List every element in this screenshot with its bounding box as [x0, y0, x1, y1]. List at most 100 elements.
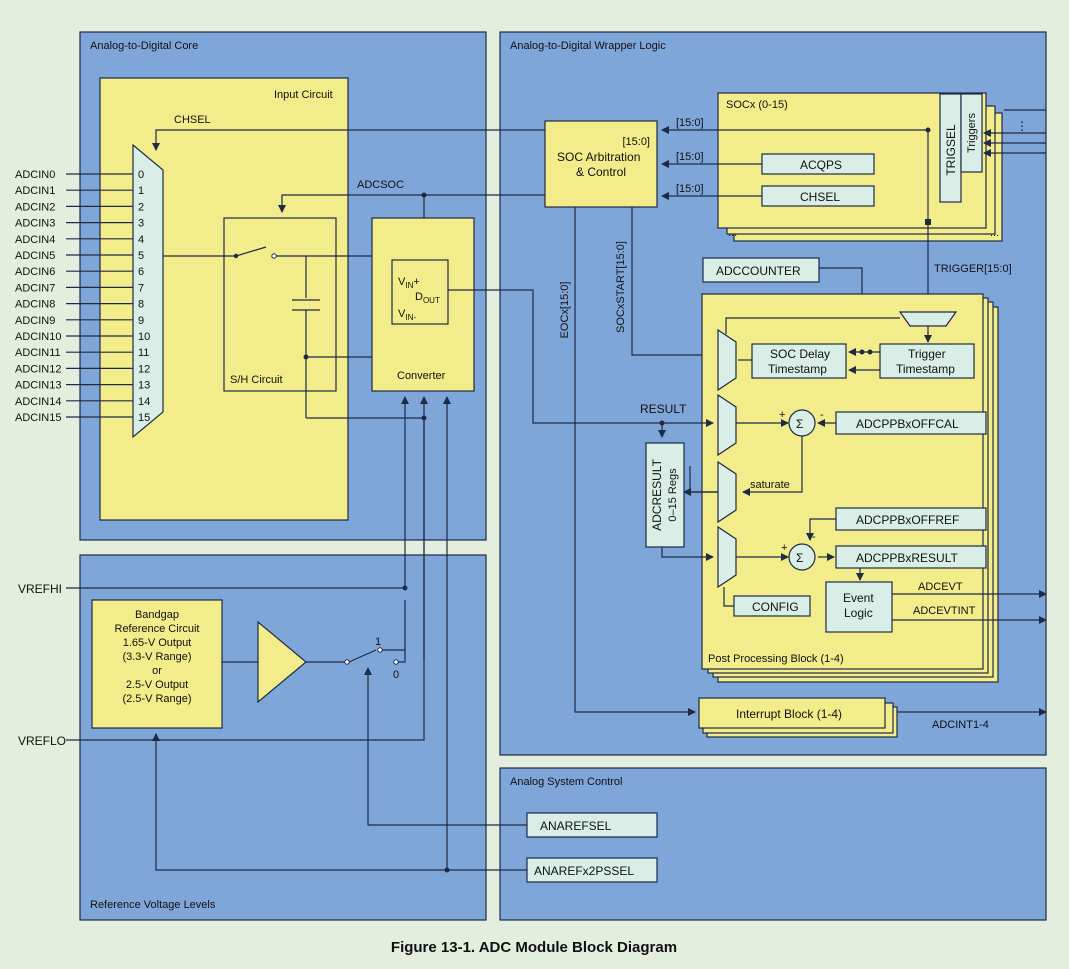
sigma-1: Σ [796, 417, 803, 431]
offcal-label: ADCPPBxOFFCAL [856, 417, 959, 431]
adcresult-label-1: ADCRESULT [650, 458, 664, 530]
ppbresult-label: ADCPPBxRESULT [856, 551, 958, 565]
triggers-ellipsis: ⋮ [1016, 119, 1028, 133]
adcin-label: ADCIN9 [15, 315, 55, 327]
mux-channel-number: 11 [138, 347, 149, 359]
acqps-label: ACQPS [800, 158, 842, 172]
trigger-select-mux [898, 311, 958, 327]
switch-1-label: 1 [375, 636, 381, 648]
ppbresult-register[interactable] [835, 545, 987, 569]
adcin-label: ADCIN10 [15, 331, 61, 343]
adc-core-title: Analog-to-Digital Core [90, 40, 198, 52]
bandgap-box [91, 599, 223, 729]
mux-channel-number: 3 [138, 218, 144, 230]
mux-channel-number: 1 [138, 185, 144, 197]
sh-circuit-label: S/H Circuit [230, 374, 283, 386]
anarefx2-line [152, 733, 527, 871]
triggers-box [960, 93, 983, 173]
mux-channel-number: 2 [138, 201, 144, 213]
bandgap-line: Reference Circuit [115, 623, 200, 635]
adcin-label: ADCIN6 [15, 266, 55, 278]
adcin-label: ADCIN1 [15, 185, 55, 197]
trigsel-label: TRIGSEL [944, 124, 958, 176]
socx-ellipsis-2: ... [990, 227, 999, 239]
ref-switch [348, 649, 377, 663]
sigma-1-plus: + [779, 409, 785, 421]
bandgap-line: (2.5-V Range) [122, 693, 191, 705]
mux-channel-number: 14 [138, 396, 150, 408]
socxstart-label: SOCxSTART[15:0] [615, 241, 627, 333]
converter-label: Converter [397, 370, 446, 382]
mux-channel-number: 9 [138, 315, 144, 327]
adcresult-regs[interactable] [645, 442, 685, 548]
switch-0-label: 0 [393, 669, 399, 681]
vreflo-line [66, 418, 425, 741]
bus-label-b: [15:0] [676, 151, 704, 163]
ppb-label: Post Processing Block (1-4) [708, 653, 844, 665]
adcin-label: ADCIN12 [15, 363, 61, 375]
adcresult-label-2: 0–15 Regs [667, 468, 679, 522]
sigma-2-plus: + [781, 542, 787, 554]
adccounter-register[interactable] [702, 257, 820, 283]
sum-node-2 [788, 543, 816, 571]
adcint-label: ADCINT1-4 [932, 719, 989, 731]
bandgap-line: 2.5-V Output [126, 679, 188, 691]
adcevt-label: ADCEVT [918, 581, 963, 593]
sigma-2-minus: - [812, 531, 816, 543]
chsel-reg-label: CHSEL [800, 190, 840, 204]
adcin-label: ADCIN8 [15, 299, 55, 311]
anarefx2pssel-label: ANAREFx2PSSEL [534, 864, 634, 878]
anarefsel-line [364, 667, 527, 826]
sigma-1-minus: - [820, 409, 824, 421]
mux-channel-number: 7 [138, 282, 144, 294]
vin-plus-label: VIN+ [398, 276, 420, 290]
dout-line [448, 289, 662, 424]
mux-channel-number: 10 [138, 331, 150, 343]
interrupt-block [698, 697, 886, 729]
bandgap-line: Bandgap [135, 609, 179, 621]
adcin-label: ADCIN0 [15, 169, 55, 181]
soc-delay-label-2: Timestamp [768, 362, 827, 376]
input-circuit-label: Input Circuit [274, 89, 333, 101]
socx-ellipsis-1: ... [728, 227, 737, 239]
bandgap-line: or [152, 665, 162, 677]
figure-caption: Figure 13-1. ADC Module Block Diagram [391, 939, 677, 956]
sh-circuit-box [223, 217, 337, 392]
converter-core [391, 259, 449, 325]
soc-arb-label-2: & Control [576, 165, 626, 179]
input-mux [132, 143, 164, 439]
bandgap-line: (3.3-V Range) [122, 651, 191, 663]
mux-channel-number: 15 [138, 412, 150, 424]
soc-arb-label-1: SOC Arbitration [557, 150, 640, 164]
mux-channel-number: 8 [138, 299, 144, 311]
adccounter-label: ADCCOUNTER [716, 264, 801, 278]
ppb-mux-4 [717, 525, 737, 589]
mux-channel-number: 4 [138, 234, 144, 246]
ppb-mux-1 [717, 328, 737, 392]
chsel-line [152, 129, 545, 151]
trig-ts-label-2: Timestamp [896, 362, 955, 376]
eocx-line [574, 207, 696, 716]
sh-switch [235, 246, 267, 257]
bus-label-c: [15:0] [676, 183, 704, 195]
mux-channel-number: 0 [138, 169, 144, 181]
bus-label-a: [15:0] [676, 117, 704, 129]
bandgap-line: 1.65-V Output [123, 637, 192, 649]
adcin-label: ADCIN3 [15, 218, 55, 230]
asc-region [499, 767, 1047, 921]
anarefsel-register[interactable] [526, 812, 658, 838]
anarefx2pssel-register[interactable] [526, 857, 658, 883]
trig-ts-label-1: Trigger [908, 347, 946, 361]
trigger-timestamp [879, 343, 975, 379]
mux-channel-number: 6 [138, 266, 144, 278]
event-logic-box [825, 581, 893, 633]
ppb-mux-2 [717, 393, 737, 457]
wrapper-title: Analog-to-Digital Wrapper Logic [510, 40, 666, 52]
reference-title: Reference Voltage Levels [90, 899, 216, 911]
adcsoc-line [278, 194, 545, 213]
event-label-2: Logic [844, 606, 873, 620]
vin-minus-label: VIN- [398, 308, 416, 322]
